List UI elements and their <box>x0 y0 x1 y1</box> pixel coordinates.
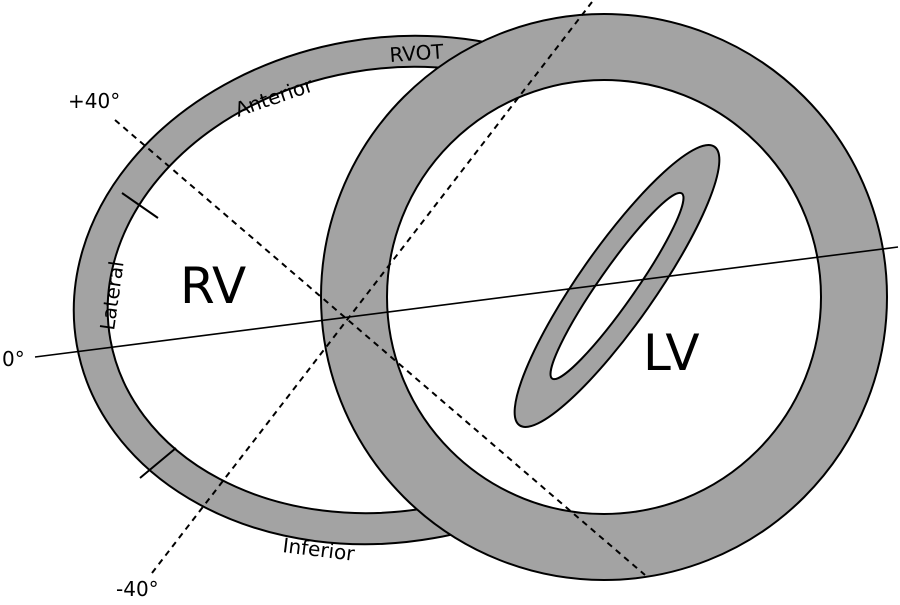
angle-minus40-label: -40° <box>116 577 159 601</box>
rvot-label: RVOT <box>389 39 445 67</box>
rv-segment-divider-lower <box>139 447 177 479</box>
lv-inner-band <box>513 144 721 428</box>
rv-segment-divider-upper <box>121 192 159 219</box>
zero-degree-line <box>34 246 899 358</box>
angle-zero-label: 0° <box>2 347 25 371</box>
rv-label: RV <box>180 257 246 315</box>
lv-inner-band-hole <box>549 191 685 381</box>
lv-label: LV <box>643 324 700 382</box>
angle-plus40-label: +40° <box>68 89 120 113</box>
